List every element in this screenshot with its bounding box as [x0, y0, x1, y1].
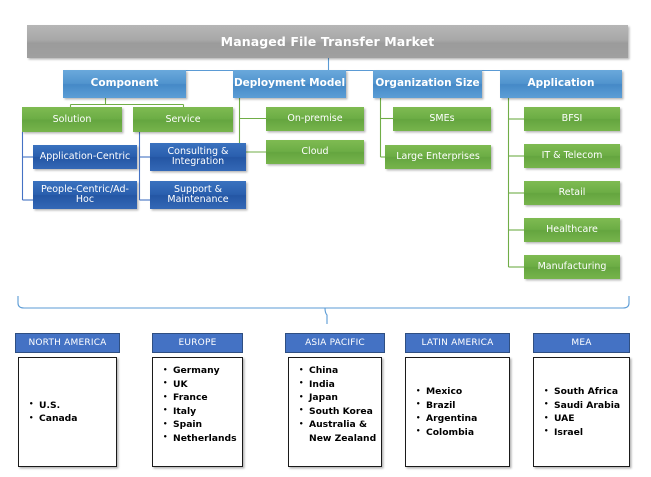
list-item: Spain — [163, 418, 238, 432]
region-country-list-mea: South Africa Saudi Arabia UAE Israel — [542, 385, 625, 439]
list-item: South Africa — [544, 385, 625, 399]
node-solution[interactable]: Solution — [22, 107, 122, 132]
region-body-mea: South Africa Saudi Arabia UAE Israel — [533, 357, 630, 467]
region-body-europe: Germany UK France Italy Spain Netherland… — [152, 357, 243, 467]
node-cloud[interactable]: Cloud — [266, 140, 364, 164]
list-item: Israel — [544, 425, 625, 440]
list-item: Italy — [163, 404, 238, 419]
node-retail[interactable]: Retail — [524, 181, 620, 205]
list-item: South Korea — [299, 404, 377, 419]
segment-application-label: Application — [527, 77, 595, 90]
node-retail-label: Retail — [558, 187, 586, 199]
region-body-latin-america: Mexico Brazil Argentina Colombia — [405, 357, 510, 467]
node-consulting-integration[interactable]: Consulting & Integration — [150, 143, 246, 171]
segment-component[interactable]: Component — [63, 70, 186, 98]
region-header-europe[interactable]: EUROPE — [152, 333, 243, 353]
region-body-asia-pacific: China India Japan South Korea Australia … — [288, 357, 382, 467]
list-item: France — [163, 391, 238, 405]
node-application-centric-label: Application-Centric — [39, 151, 131, 163]
segment-deployment-model-label: Deployment Model — [233, 77, 346, 90]
list-item: China — [299, 364, 377, 378]
node-large-enterprises[interactable]: Large Enterprises — [385, 145, 491, 169]
list-item: Mexico — [416, 385, 505, 399]
region-header-mea[interactable]: MEA — [533, 333, 630, 353]
region-country-list-europe: Germany UK France Italy Spain Netherland… — [161, 364, 238, 445]
list-item: Netherlands — [163, 431, 238, 446]
region-country-list-north-america: U.S. Canada — [27, 398, 112, 426]
list-item: Colombia — [416, 425, 505, 440]
list-item: UK — [163, 377, 238, 392]
node-manufacturing[interactable]: Manufacturing — [524, 255, 620, 279]
node-people-centric-ad-hoc-label: People-Centric/Ad-Hoc — [41, 184, 129, 205]
list-item: Japan — [299, 391, 377, 405]
node-solution-label: Solution — [52, 113, 92, 125]
node-support-maintenance[interactable]: Support & Maintenance — [150, 181, 246, 209]
region-body-north-america: U.S. Canada — [18, 357, 117, 467]
node-large-enterprises-label: Large Enterprises — [396, 151, 480, 163]
node-on-premise-label: On-premise — [287, 113, 343, 125]
node-bfsi[interactable]: BFSI — [524, 107, 620, 131]
node-it-telecom[interactable]: IT & Telecom — [524, 144, 620, 168]
segment-application[interactable]: Application — [500, 70, 622, 98]
node-smes[interactable]: SMEs — [393, 107, 491, 131]
root-title-label: Managed File Transfer Market — [220, 33, 435, 49]
node-people-centric-ad-hoc[interactable]: People-Centric/Ad-Hoc — [33, 181, 137, 209]
node-support-maintenance-label: Support & Maintenance — [167, 184, 229, 205]
node-on-premise[interactable]: On-premise — [266, 107, 364, 131]
list-item: Germany — [163, 364, 238, 378]
region-header-europe-label: EUROPE — [178, 338, 217, 348]
region-header-latin-america[interactable]: LATIN AMERICA — [405, 333, 510, 353]
node-service[interactable]: Service — [133, 107, 233, 132]
node-application-centric[interactable]: Application-Centric — [33, 145, 137, 169]
region-header-north-america[interactable]: NORTH AMERICA — [15, 333, 120, 353]
region-country-list-latin-america: Mexico Brazil Argentina Colombia — [414, 385, 505, 439]
region-header-north-america-label: NORTH AMERICA — [28, 338, 107, 348]
region-header-latin-america-label: LATIN AMERICA — [421, 338, 494, 348]
segment-deployment-model[interactable]: Deployment Model — [233, 70, 346, 98]
node-service-label: Service — [165, 113, 201, 125]
node-bfsi-label: BFSI — [561, 113, 583, 125]
list-item: India — [299, 377, 377, 392]
segment-organization-size-label: Organization Size — [375, 77, 480, 90]
node-healthcare-label: Healthcare — [546, 224, 598, 236]
list-item: Brazil — [416, 398, 505, 413]
node-cloud-label: Cloud — [301, 146, 329, 158]
node-healthcare[interactable]: Healthcare — [524, 218, 620, 242]
segment-component-label: Component — [90, 77, 159, 90]
segment-organization-size[interactable]: Organization Size — [373, 70, 482, 98]
list-item: Saudi Arabia — [544, 398, 625, 413]
root-title-box: Managed File Transfer Market — [27, 25, 628, 58]
list-item: U.S. — [29, 398, 112, 413]
region-header-mea-label: MEA — [571, 338, 592, 348]
list-item: Canada — [29, 412, 112, 426]
node-manufacturing-label: Manufacturing — [537, 261, 607, 273]
node-consulting-integration-label: Consulting & Integration — [167, 146, 229, 167]
list-item: Argentina — [416, 412, 505, 426]
region-country-list-asia-pacific: China India Japan South Korea Australia … — [297, 364, 377, 445]
list-item: Australia & New Zealand — [299, 418, 377, 445]
region-header-asia-pacific[interactable]: ASIA PACIFIC — [285, 333, 385, 353]
node-smes-label: SMEs — [429, 113, 455, 125]
region-header-asia-pacific-label: ASIA PACIFIC — [305, 338, 365, 348]
node-it-telecom-label: IT & Telecom — [541, 150, 603, 162]
list-item: UAE — [544, 412, 625, 426]
